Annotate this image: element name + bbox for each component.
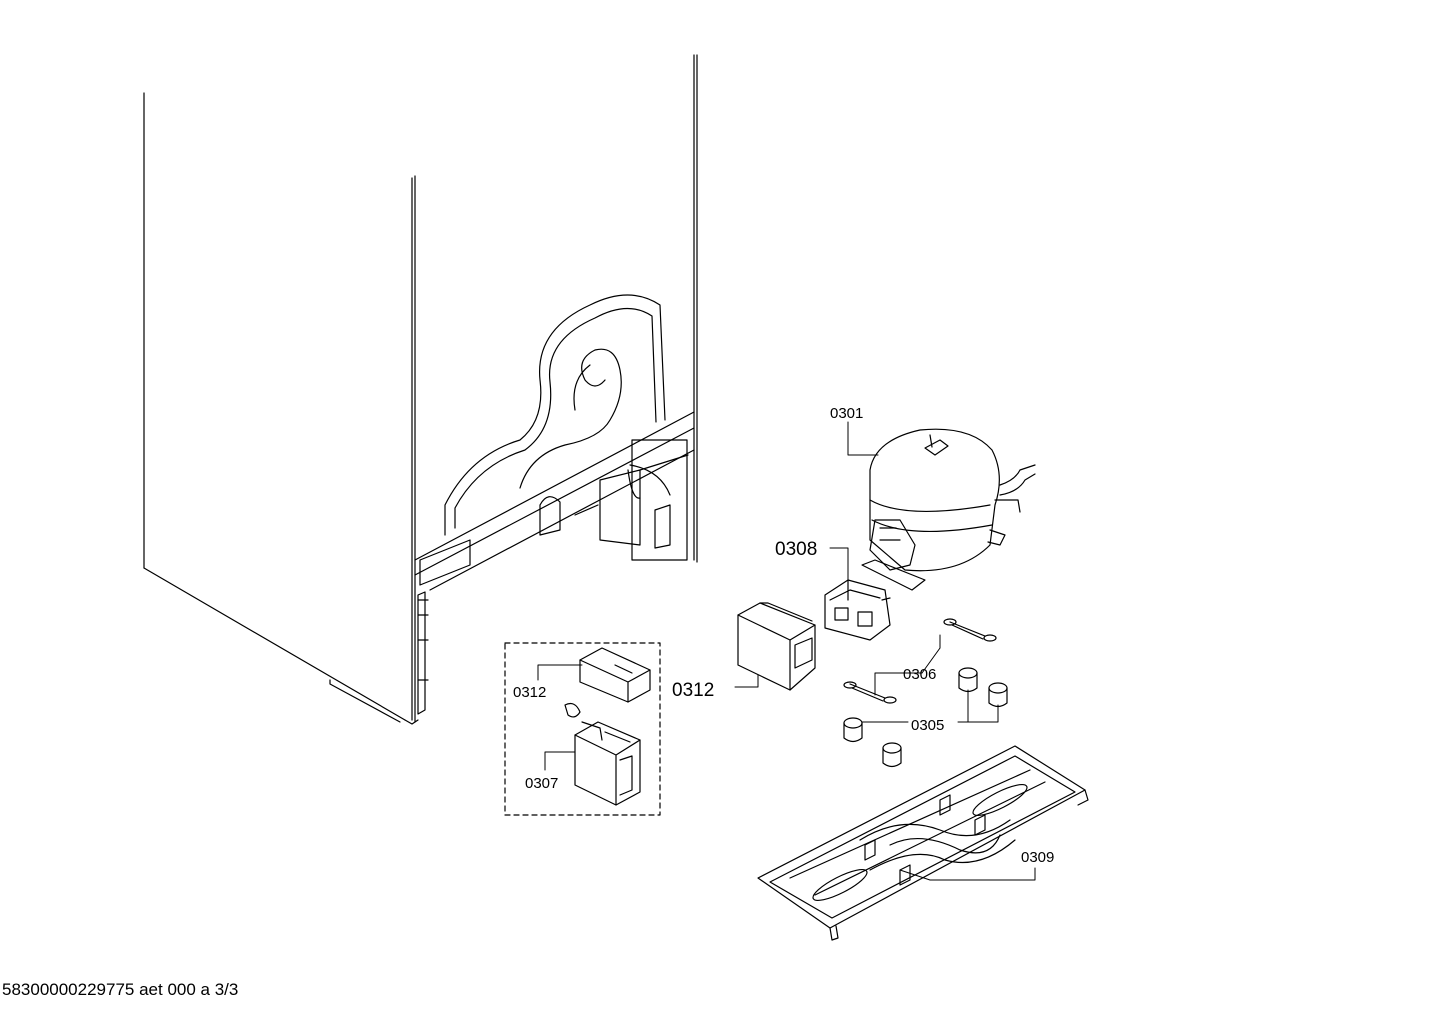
label-inset-cover: 0312: [513, 684, 546, 701]
diagram-reference-number: 58300000229775 aet 000 a 3/3: [2, 980, 239, 999]
inset-cover: [579, 647, 651, 703]
relay-cover: [737, 602, 816, 691]
label-base-plate: 0309: [1021, 849, 1054, 866]
refrigerator-cabinet: [143, 54, 698, 725]
label-relay-cover: 0312: [672, 680, 714, 701]
part-labels: 0301 0308 0312 0312 0307 0306 0305 0309: [513, 405, 1054, 866]
base-plate: [757, 745, 1089, 941]
label-feet: 0305: [911, 717, 944, 734]
inset-box: [504, 642, 661, 816]
label-clips: 0306: [903, 666, 936, 683]
label-compressor: 0301: [830, 405, 863, 422]
label-relay: 0308: [775, 539, 817, 560]
relay: [824, 579, 891, 641]
inset-module: [564, 702, 641, 806]
compressor: [861, 428, 1036, 591]
label-inset-module: 0307: [525, 775, 558, 792]
clips: [843, 618, 997, 704]
leader-lines: [537, 421, 1036, 881]
